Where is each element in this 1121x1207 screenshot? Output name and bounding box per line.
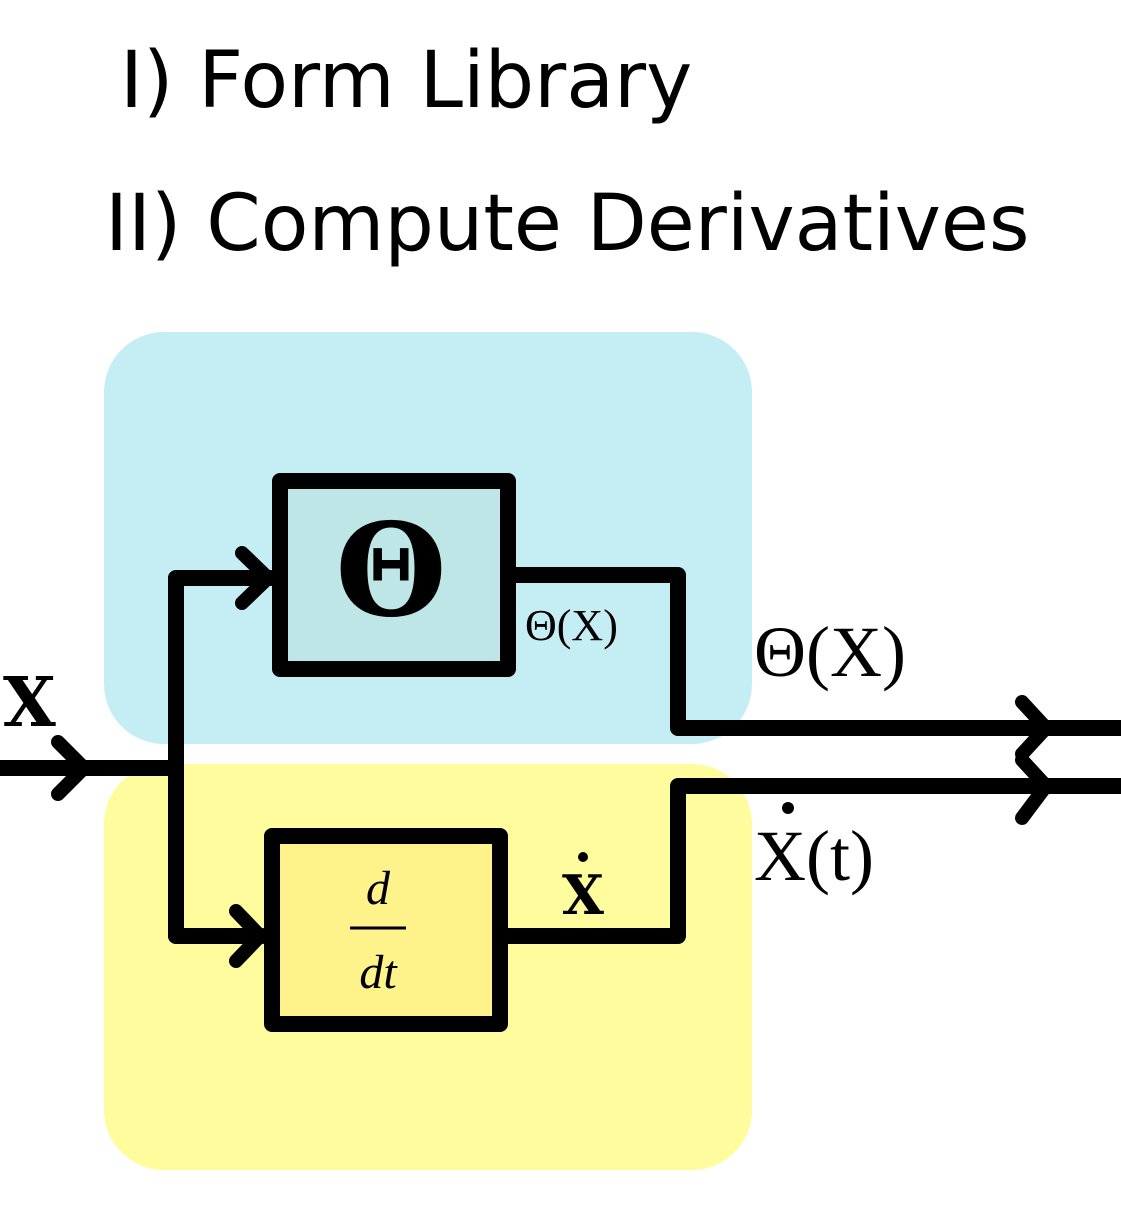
library-output-arrow — [1015, 695, 1053, 761]
step-form-library-title: I) Form Library — [120, 36, 693, 126]
derivative-block — [264, 828, 508, 1032]
input-label: X — [3, 663, 56, 743]
library-input-arrow — [235, 546, 275, 610]
derivative-output-dot — [782, 802, 794, 814]
library-block-symbol: Θ — [335, 496, 447, 646]
library-inner-output-label: Θ(X) — [525, 601, 618, 650]
derivative-input-arrow — [229, 904, 267, 968]
derivative-numerator: d — [366, 862, 391, 915]
input-arrow — [51, 735, 91, 801]
derivative-denominator: dt — [359, 946, 398, 999]
step-compute-derivatives-title: II) Compute Derivatives — [105, 179, 1030, 269]
derivative-output-wire — [500, 778, 1121, 944]
derivative-output-arrow — [1015, 753, 1053, 825]
library-output-wire — [508, 567, 1121, 736]
derivative-output-label: X(t) — [754, 816, 874, 896]
derivative-inner-output-label: X — [562, 863, 604, 927]
derivative-inner-output-dot — [578, 852, 588, 862]
library-output-label: Θ(X) — [754, 612, 906, 692]
